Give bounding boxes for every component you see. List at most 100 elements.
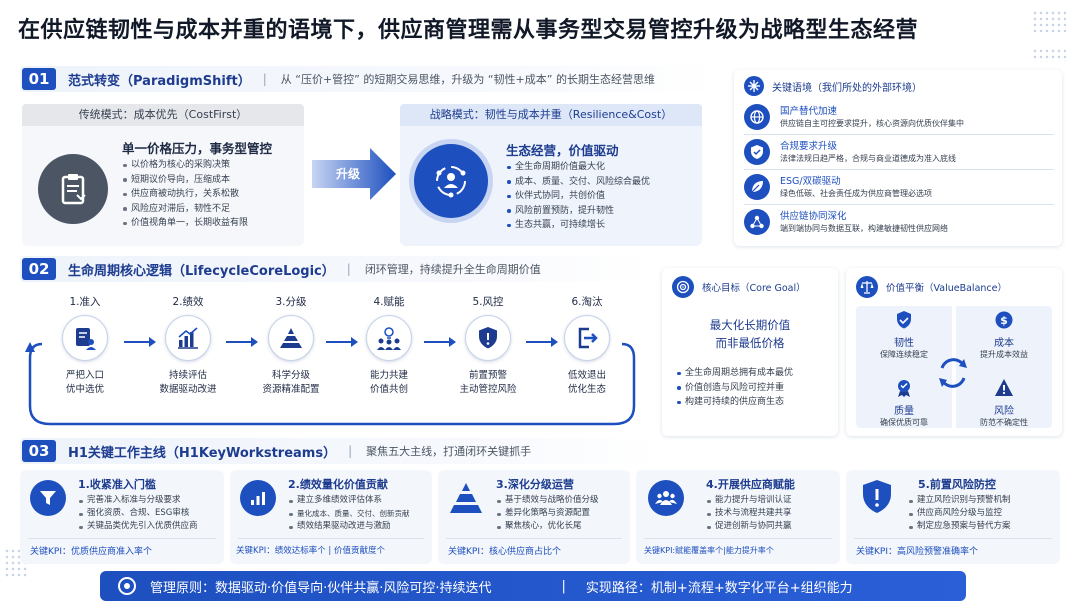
balance-risk: 风险 防范不确定性 [960,378,1048,428]
step-desc: 低效退出 [567,370,606,381]
value-balance-card: 价值平衡（ValueBalance） 韧性 保障连续稳定 $ 成本 提升成本效益… [846,268,1062,436]
ecosystem-icon [414,144,488,218]
user-document-icon [62,315,108,361]
context-title: 关键语境（我们所处的外部环境） [772,82,922,94]
item-title: 韧性 [894,338,914,349]
balance-grid [856,306,1052,428]
workstream-bullets: 基于绩效与战略价值分级 差异化策略与资源配置 聚焦核心，优化长尾 [496,494,599,533]
arrow-right-icon [424,337,456,347]
lifecycle-step-performance: 2.绩效 持续评估 数据驱动改进 [150,294,226,397]
strategic-bullets: 全生命周期价值最大化 成本、质量、交付、风险综合最优 伙伴式协同，共创价值 风险… [506,160,650,233]
step-desc: 资源精准配置 [262,384,320,395]
step-label: 5.风控 [472,296,504,308]
section-03-bar: 03 H1关键工作主线（H1KeyWorkstreams） | 聚焦五大主线，打… [20,438,660,464]
workstream-kpi: 关键KPI:赋能覆盖率个|能力提升率个 [644,546,774,555]
goal-line: 而非最低价格 [715,336,785,350]
context-header: 关键语境（我们所处的外部环境） [744,76,922,96]
upgrade-label: 升级 [336,167,361,181]
list-item: 建立风险识别与预警机制 [908,494,1011,507]
lifecycle-step-admission: 1.准入 严把入口 优中选优 [52,294,118,397]
goal-header: 核心目标（Core Goal） [672,276,806,298]
snowflake-icon [744,76,764,96]
item-desc: 提升成本效益 [980,350,1028,359]
divider [238,538,424,539]
arrow-right-icon [526,337,558,347]
footer-path: 实现路径：机制+流程+数字化平台+组织能力 [585,580,853,596]
divider: | [262,72,267,86]
arrow-right-icon [226,337,258,347]
svg-text:$: $ [1000,314,1008,327]
goal-title: 核心目标（Core Goal） [702,283,806,294]
cycle-arrows-icon [934,354,972,396]
list-item: 伙伴式协同，共创价值 [506,189,650,204]
section-number: 02 [22,258,56,280]
shield-check-icon [744,139,770,165]
item-title: 风险 [994,406,1014,417]
workstream-title: 4.开展供应商赋能 [706,478,795,491]
section-title: H1关键工作主线（H1KeyWorkstreams） [68,445,337,461]
workstream-title: 3.深化分级运营 [496,478,574,491]
divider [744,204,1054,205]
goal-main: 最大化长期价值 而非最低价格 [662,316,838,352]
card-heading: 单一价格压力，事务型管控 [122,141,273,156]
traditional-bullets: 以价格为核心的采购决策 短期议价导向，压缩成本 供应商被动执行，关系松散 风险应… [122,158,248,231]
footer-banner: 管理原则：数据驱动·价值导向·伙伴共赢·风险可控·持续迭代 | 实现路径：机制+… [100,571,966,601]
step-label: 1.准入 [69,296,101,308]
list-item: 制定应急预案与替代方案 [908,520,1011,533]
context-panel: 关键语境（我们所处的外部环境） 国产替代加速供应链自主可控要求提升，核心资源向优… [734,70,1062,246]
list-item: 价值视角单一，长期收益有限 [122,216,248,231]
list-item: 国产替代加速供应链自主可控要求提升，核心资源向优质伙伴集中 [744,100,1054,134]
list-item: 强化资质、合规、ESG审核 [78,507,198,520]
item-desc: 法律法规日趋严格，合规与商业道德成为准入底线 [780,153,956,163]
item-desc: 保障连续稳定 [880,350,928,359]
arrow-right-icon [326,337,358,347]
item-title: 国产替代加速 [780,105,838,117]
step-desc: 优中选优 [65,384,104,395]
workstream-kpi: 关键KPI：高风险预警准确率个 [856,547,978,557]
list-item: 差异化策略与资源配置 [496,507,599,520]
network-icon [744,209,770,235]
balance-title: 价值平衡（ValueBalance） [886,283,1007,294]
target-icon [672,276,694,298]
workstream-title: 5.前置风险防控 [918,478,996,491]
warning-icon [960,378,1048,402]
list-item: 成本、质量、交付、风险综合最优 [506,175,650,190]
list-item: 基于绩效与战略价值分级 [496,494,599,507]
workstream-bullets: 建立风险识别与预警机制 供应商风险分级与监控 制定应急预案与替代方案 [908,494,1011,533]
lifecycle-step-elimination: 6.淘汰 低效退出 优化生态 [554,294,620,397]
divider: | [348,444,353,458]
section-subtitle: 聚焦五大主线，打通闭环关键抓手 [366,445,532,458]
item-desc: 绿色低碳、社会责任成为供应商管理必选项 [780,188,932,198]
section-02-bar: 02 生命周期核心逻辑（LifecycleCoreLogic） | 闭环管理，持… [20,256,650,282]
list-item: 完善准入标准与分级要求 [78,494,198,507]
item-title: 成本 [994,338,1014,349]
step-label: 3.分级 [275,296,307,308]
card-heading: 生态经营，价值驱动 [506,143,619,158]
context-list: 国产替代加速供应链自主可控要求提升，核心资源向优质伙伴集中 合规要求升级法律法规… [744,100,1054,239]
list-item: 供应商被动执行，关系松散 [122,187,248,202]
workstream-card: 4.开展供应商赋能 能力提升与培训认证 技术与流程共建共享 促进创新与协同共赢 … [636,470,840,564]
item-desc: 防范不确定性 [980,418,1028,427]
scale-icon [856,276,878,298]
item-title: 供应链协同深化 [780,210,847,222]
list-item: 能力提升与培训认证 [706,494,792,507]
step-desc: 科学分级 [271,370,310,381]
decor-dots [1032,48,1066,62]
bar-chart-icon [240,480,276,516]
workstream-kpi: 关键KPI：绩效达标率个 | 价值贡献度个 [236,546,385,556]
section-title: 范式转变（ParadigmShift） [68,73,251,89]
workstream-bullets: 建立多维绩效评估体系 量化成本、质量、交付、创新贡献 绩效结果驱动改进与激励 [288,494,410,533]
list-item: 风险前置预防，提升韧性 [506,204,650,219]
item-desc: 确保优质可靠 [880,418,928,427]
team-idea-icon [366,315,412,361]
item-title: 合规要求升级 [780,140,838,152]
section-number: 01 [22,68,56,90]
leaf-icon [744,174,770,200]
step-desc: 能力共建 [369,370,408,381]
list-item: 建立多维绩效评估体系 [288,494,410,507]
footer-divider: | [561,578,566,594]
list-item: 合规要求升级法律法规日趋严格，合规与商业道德成为准入底线 [744,135,1054,169]
step-desc: 前置预警 [468,370,507,381]
divider [28,538,216,539]
core-goal-card: 核心目标（Core Goal） 最大化长期价值 而非最低价格 全生命周期总拥有成… [662,268,838,436]
